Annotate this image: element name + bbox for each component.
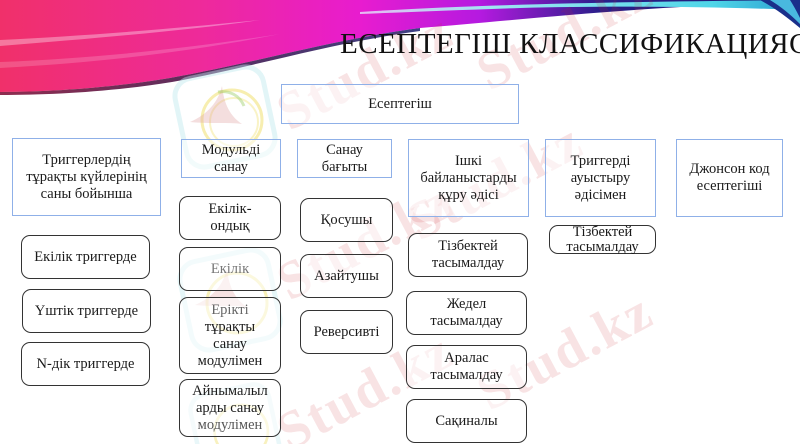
leaf-label: санау: [213, 335, 247, 352]
category-label-line: Ішкі: [454, 152, 483, 169]
root-node-label: Есептегіш: [368, 95, 432, 112]
category-label-line: Триггерлердің: [42, 151, 131, 168]
category-label-line: ауыстыру: [570, 169, 631, 186]
leaf-node: Екілік- ондық: [179, 196, 281, 240]
leaf-label: Ерікті: [211, 301, 249, 318]
leaf-label: тұрақты: [204, 318, 256, 335]
category-node-direction: Санау бағыты: [297, 139, 392, 178]
leaf-label: N-дік триггерде: [36, 355, 135, 372]
category-label-line: Триггерді: [570, 152, 631, 169]
leaf-label: Үштік триггерде: [34, 302, 139, 319]
slide-title: ЕСЕПТЕГІШ КЛАССИФИКАЦИЯСЫ: [340, 28, 800, 60]
category-label-line: құру әдісі: [438, 186, 499, 203]
leaf-node: Айнымалыл арды санау модулімен: [179, 379, 281, 437]
leaf-label: модулімен: [197, 416, 263, 433]
leaf-label: Азайтушы: [314, 267, 379, 284]
category-node-modulus: Модульді санау: [181, 139, 281, 178]
category-label-line: санау: [214, 158, 248, 175]
leaf-label: тасымалдау: [430, 367, 503, 383]
leaf-label: Реверсивті: [313, 323, 380, 340]
category-label-line: Джонсон код: [689, 161, 770, 177]
leaf-label: тасымалдау: [431, 255, 505, 271]
leaf-label: Сақиналы: [435, 412, 498, 429]
leaf-node: Қосушы: [300, 198, 393, 242]
category-label-line: тұрақты күйлерінің: [26, 168, 147, 185]
category-label-line: бағыты: [321, 158, 368, 175]
leaf-label: Жедел: [446, 296, 487, 312]
leaf-node: Аралас тасымалдау: [406, 345, 527, 389]
leaf-node: Тізбектей тасымалдау: [549, 223, 656, 255]
leaf-node: Ерікті тұрақты санау модулімен: [179, 297, 281, 374]
leaf-label: Тізбектей: [438, 238, 498, 254]
leaf-label: модулімен: [197, 352, 263, 369]
category-label-line: әдісімен: [574, 186, 627, 203]
leaf-label: Екілік-: [208, 201, 252, 217]
category-label-line: есептегіші: [696, 178, 763, 194]
leaf-node: Үштік триггерде: [22, 289, 151, 333]
category-node-states: Триггерлердің тұрақты күйлерінің саны бо…: [12, 138, 161, 216]
leaf-label: Екілік: [210, 260, 250, 277]
leaf-label: Қосушы: [320, 211, 373, 228]
leaf-node: Реверсивті: [300, 310, 393, 354]
leaf-node: Екілік: [179, 247, 281, 291]
leaf-node: Жедел тасымалдау: [406, 291, 527, 335]
leaf-node: Сақиналы: [406, 399, 527, 443]
leaf-label: Аралас: [444, 350, 489, 366]
category-node-trigger-switching: Триггерді ауыстыру әдісімен: [545, 139, 656, 217]
leaf-label: тасымалдау: [566, 238, 639, 255]
leaf-label: Тізбектей: [572, 223, 633, 240]
category-label-line: саны бойынша: [40, 185, 133, 202]
category-label-line: Санау: [326, 141, 363, 158]
leaf-label: ондық: [210, 218, 250, 234]
category-label-line: байланыстарды: [420, 169, 517, 186]
leaf-node: Тізбектей тасымалдау: [408, 233, 528, 277]
category-label-line: Модульді: [201, 141, 261, 158]
leaf-label: Екілік триггерде: [34, 248, 137, 265]
leaf-label: арды санау: [196, 399, 264, 416]
leaf-node: N-дік триггерде: [21, 342, 150, 386]
root-node: Есептегіш: [281, 84, 519, 124]
category-node-internal-links: Ішкі байланыстарды құру әдісі: [408, 139, 529, 217]
header-swoosh-decoration: [0, 0, 800, 95]
leaf-node: Азайтушы: [300, 254, 393, 298]
category-node-johnson: Джонсон код есептегіші: [676, 139, 783, 217]
leaf-label: Айнымалыл: [192, 382, 268, 399]
leaf-label: тасымалдау: [430, 313, 503, 329]
leaf-node: Екілік триггерде: [21, 235, 150, 279]
